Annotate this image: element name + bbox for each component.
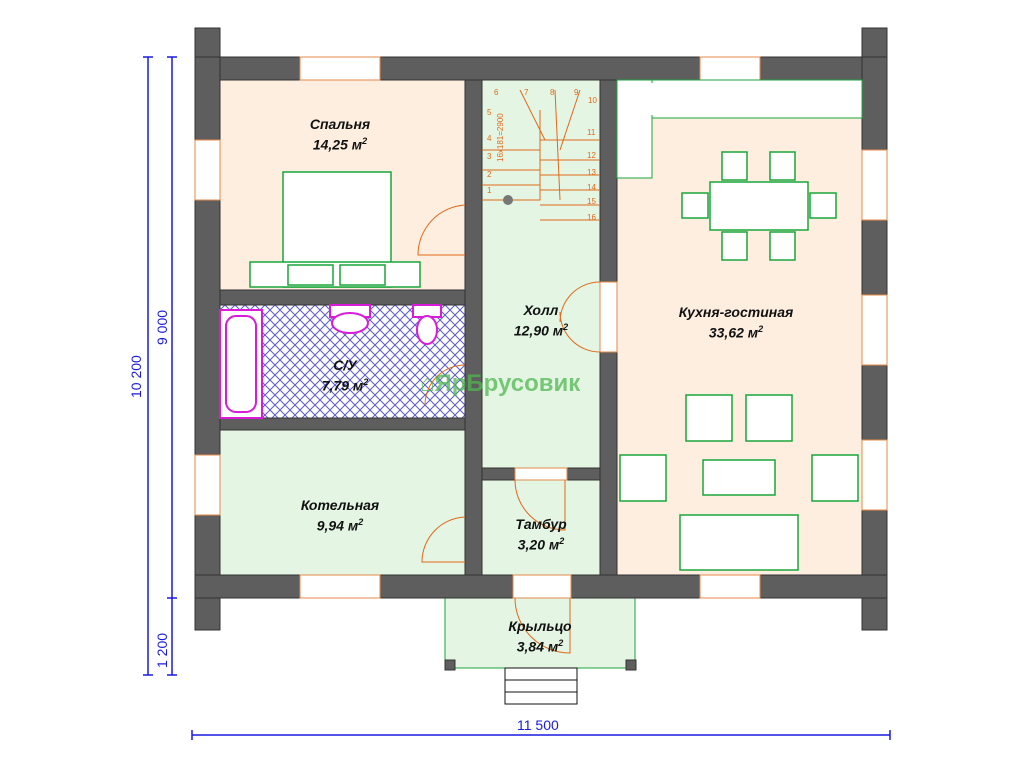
dimension-porch-depth: 1 200	[154, 632, 170, 668]
dimension-lines	[143, 56, 891, 740]
stair-step-number: 11	[587, 128, 596, 137]
stair-step-number: 8	[550, 88, 555, 97]
boiler-room-floor	[220, 430, 465, 575]
stair-step-number: 10	[588, 96, 597, 105]
stair-step-number: 4	[487, 134, 492, 143]
stair-step-number: 15	[587, 197, 596, 206]
stair-step-number: 7	[524, 88, 529, 97]
furniture	[249, 151, 859, 571]
hall-floor	[482, 80, 600, 468]
stair-step-number: 14	[587, 183, 596, 192]
stair-step-number: 12	[587, 151, 596, 160]
stair-step-number: 5	[487, 108, 492, 117]
dimension-width: 11 500	[517, 717, 559, 733]
stair-step-number: 2	[487, 170, 492, 179]
doors	[417, 204, 601, 654]
windows	[194, 56, 888, 599]
staircase	[482, 89, 600, 221]
dimension-house-height: 9 000	[154, 309, 170, 345]
stair-step-number: 9	[574, 88, 579, 97]
stair-step-number: 6	[494, 88, 499, 97]
stair-step-number: 13	[587, 168, 596, 177]
vestibule-floor	[482, 480, 600, 575]
watermark-logo: ⌂ЯрБрусовик	[420, 370, 581, 397]
bathroom-fixtures	[219, 304, 442, 419]
stair-step-number: 1	[487, 186, 492, 195]
dimension-total-height: 10 200	[128, 355, 144, 398]
entry-steps	[504, 667, 578, 705]
stair-step-number: 3	[487, 152, 492, 161]
stair-step-number: 16	[587, 213, 596, 222]
stair-label: 16x181=2900	[496, 113, 505, 162]
